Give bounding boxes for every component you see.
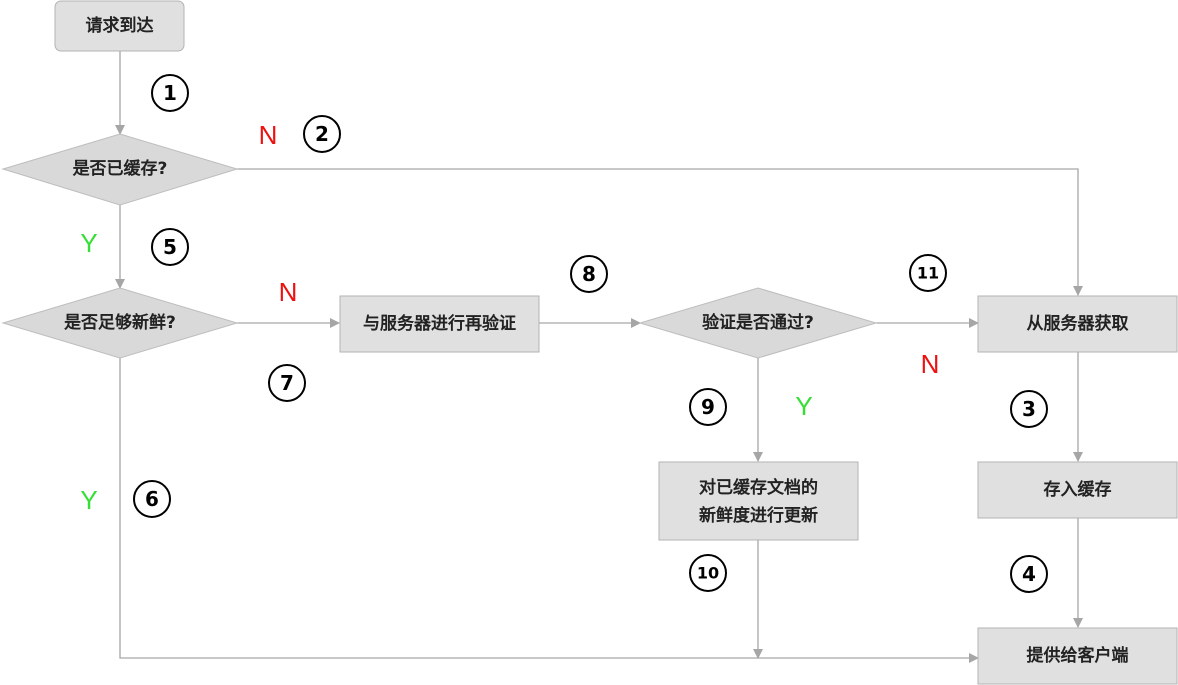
step-9-label: 9 [701,395,715,419]
node-is-cached-label: 是否已缓存? [73,158,168,179]
node-validation-passed-label: 验证是否通过? [702,312,814,333]
step-5-label: 5 [163,235,177,259]
node-request-arrive-label: 请求到达 [86,15,154,36]
node-store-in-cache-label: 存入缓存 [1044,479,1112,500]
step-7-label: 7 [280,371,294,395]
node-update-freshness-line1: 对已缓存文档的 [699,477,818,498]
step-11: 11 [909,254,947,292]
branch-fresh-no-label: N [279,277,298,307]
step-2-label: 2 [315,122,329,146]
step-6: 6 [133,480,171,518]
step-1-label: 1 [163,81,177,105]
step-11-label: 11 [917,264,939,283]
step-2: 2 [303,115,341,153]
node-deliver-to-client-label: 提供给客户端 [1027,645,1129,666]
step-8: 8 [570,255,608,293]
node-deliver-to-client: 提供给客户端 [977,627,1178,685]
node-fetch-from-server: 从服务器获取 [977,295,1178,353]
node-update-freshness: 对已缓存文档的 新鲜度进行更新 [658,461,859,541]
node-revalidate-label: 与服务器进行再验证 [363,313,516,334]
node-validation-passed: 验证是否通过? [638,287,878,359]
node-update-freshness-line2: 新鲜度进行更新 [699,505,818,526]
node-is-fresh-label: 是否足够新鲜? [64,312,176,333]
edge-fresh-yes-to-deliver [119,358,979,663]
step-3-label: 3 [1022,397,1036,421]
step-5: 5 [151,228,189,266]
node-store-in-cache: 存入缓存 [977,461,1178,519]
step-3: 3 [1010,390,1048,428]
edges [115,51,1083,663]
edge-cached-no-to-fetch [237,168,1083,296]
step-1: 1 [151,74,189,112]
branch-fresh-yes-label: Y [80,485,97,515]
node-request-arrive: 请求到达 [54,0,185,52]
step-7: 7 [268,364,306,402]
step-8-label: 8 [582,262,596,286]
step-6-label: 6 [145,487,159,511]
step-9: 9 [689,388,727,426]
step-4-label: 4 [1022,562,1036,586]
node-revalidate: 与服务器进行再验证 [339,295,540,353]
branch-valid-yes-label: Y [795,391,812,421]
branch-cached-yes-label: Y [80,228,97,258]
step-4: 4 [1010,555,1048,593]
branch-valid-no-label: N [921,349,940,379]
step-10-label: 10 [697,564,719,583]
node-fetch-from-server-label: 从服务器获取 [1027,313,1129,334]
node-is-cached: 是否已缓存? [1,133,239,206]
branch-cached-no-label: N [259,120,278,150]
step-10: 10 [689,554,727,592]
node-is-fresh: 是否足够新鲜? [1,287,239,359]
